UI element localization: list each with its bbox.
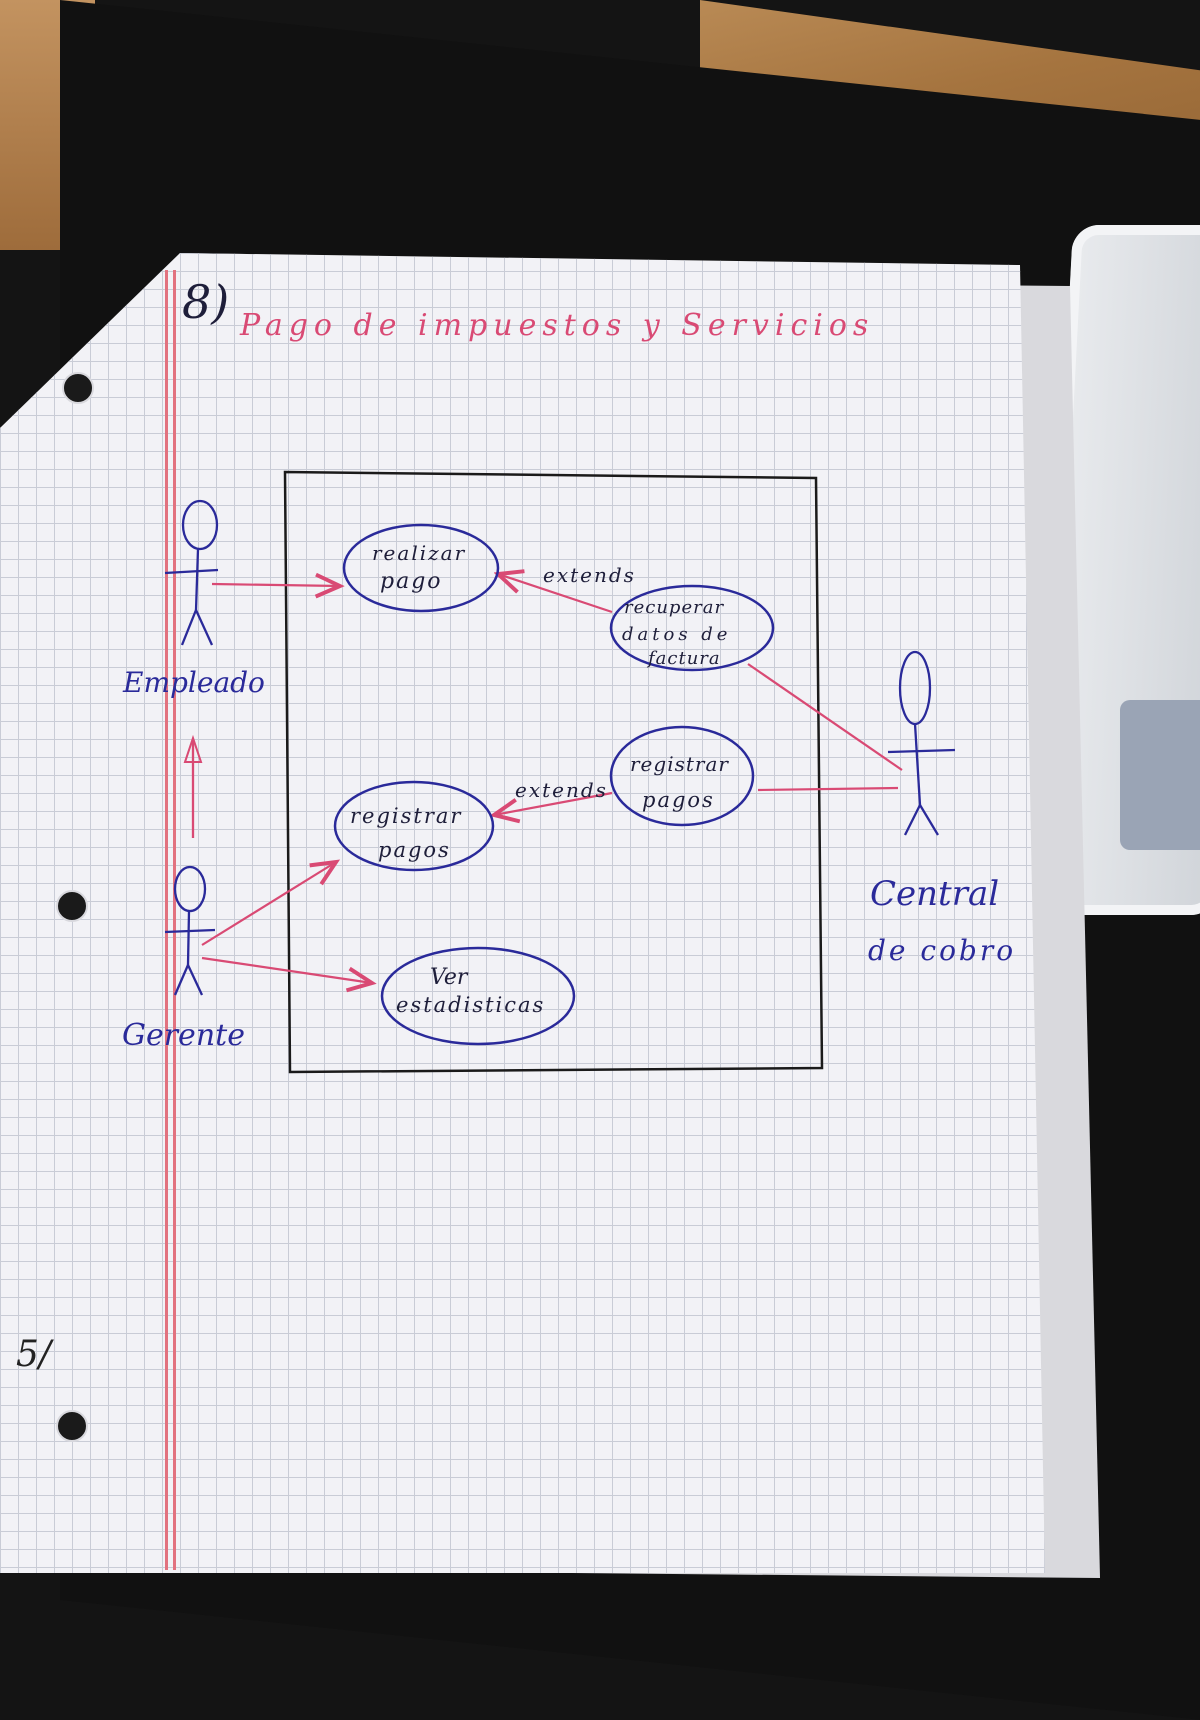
usecase-label: datos de	[622, 624, 731, 645]
usecase-recuperar-datos-factura	[609, 584, 775, 672]
actor-label-central-line2: de cobro	[868, 934, 1016, 967]
usecase-registrar-pagos-left	[333, 780, 495, 872]
actor-label-empleado: Empleado	[122, 666, 265, 699]
usecase-label: Ver	[430, 965, 469, 990]
assoc-empleado-realizar-pago	[211, 584, 340, 586]
extends-registrar-right-to-left	[494, 791, 613, 815]
side-device-window	[1120, 700, 1200, 850]
punch-hole	[62, 372, 94, 404]
usecase-ver-estadisticas	[380, 946, 576, 1046]
usecase-label: registrar	[630, 752, 729, 776]
usecase-label: factura	[646, 648, 721, 669]
usecase-registrar-pagos-right	[609, 725, 755, 827]
assoc-gerente-ver-estadisticas	[201, 956, 372, 983]
assoc-gerente-registrar-pagos	[201, 862, 336, 946]
page-title: Pago de impuestos y Servicios	[239, 308, 874, 343]
actor-label-central-line1: Central	[870, 874, 999, 914]
punch-hole	[56, 1410, 88, 1442]
usecase-label: pagos	[378, 838, 451, 862]
generalization-arrowhead	[183, 734, 203, 763]
use-case-diagram: 8) Pago de impuestos y Servicios Emplead…	[16, 275, 1016, 1375]
assoc-central-recuperar-datos	[747, 663, 903, 771]
extends-label-bottom: extends	[515, 778, 608, 802]
assoc-central-registrar-pagos	[757, 786, 899, 792]
usecase-label: pagos	[642, 788, 715, 812]
margin-line-2	[173, 270, 176, 1570]
actor-empleado	[164, 499, 219, 646]
title-number: 8)	[182, 275, 229, 329]
usecase-label: recuperar	[624, 597, 724, 618]
punch-hole	[56, 890, 88, 922]
extends-label-top: extends	[543, 563, 636, 587]
usecase-label: realizar	[372, 541, 466, 565]
actor-gerente	[164, 865, 216, 996]
actor-label-gerente: Gerente	[122, 1018, 245, 1053]
usecase-realizar-pago	[342, 523, 500, 613]
extends-recuperar-to-realizar	[498, 574, 613, 614]
margin-note: 5/	[16, 1334, 55, 1375]
actor-central-de-cobro	[887, 650, 956, 836]
usecase-label: pago	[380, 569, 443, 594]
system-boundary	[283, 470, 824, 1074]
usecase-label: estadisticas	[396, 993, 545, 1017]
usecase-label: registrar	[350, 804, 462, 828]
margin-line	[165, 270, 168, 1570]
